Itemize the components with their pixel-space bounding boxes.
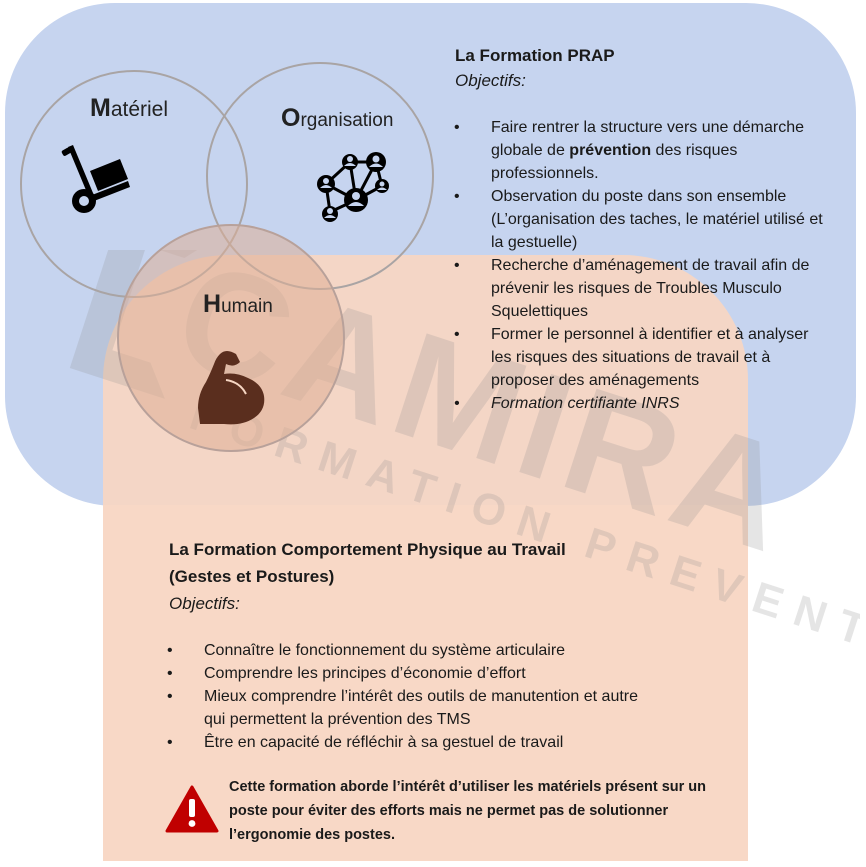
- prap-title: La Formation PRAP: [455, 46, 615, 65]
- prap-subtitle: Objectifs:: [455, 71, 526, 90]
- prap-objectives-list: Faire rentrer la structure vers une déma…: [454, 116, 831, 415]
- prap-bullet: Observation du poste dans son ensemble (…: [454, 185, 831, 254]
- gp-subtitle: Objectifs:: [169, 594, 240, 613]
- gp-bullet: Connaître le fonctionnement du système a…: [167, 639, 724, 662]
- label-organisation-rest: rganisation: [300, 110, 394, 131]
- gp-title-line1: La Formation Comportement Physique au Tr…: [169, 540, 566, 559]
- prap-bullet: Faire rentrer la structure vers une déma…: [454, 116, 831, 185]
- gp-bullet: Être en capacité de réfléchir à sa gestu…: [167, 731, 724, 754]
- prap-bullet: Recherche d’aménagement de travail afin …: [454, 254, 831, 323]
- flexed-biceps-icon: [198, 351, 265, 425]
- label-humain-initial: H: [203, 290, 222, 318]
- prap-bullet: Former le personnel à identifier et à an…: [454, 323, 831, 392]
- gp-objectives-list: Connaître le fonctionnement du système a…: [167, 639, 724, 754]
- label-humain: Humain: [203, 290, 273, 319]
- label-materiel: Matériel: [90, 94, 168, 123]
- network-people-icon: [317, 152, 389, 222]
- gp-bullet: Comprendre les principes d’économie d’ef…: [167, 662, 724, 685]
- label-organisation: Organisation: [281, 104, 393, 133]
- label-materiel-initial: M: [90, 94, 111, 122]
- warning-text: Cette formation aborde l’intérêt d’utili…: [229, 779, 707, 843]
- gp-bullet: Mieux comprendre l’intérêt des outils de…: [167, 685, 654, 731]
- label-organisation-initial: O: [281, 104, 301, 132]
- label-materiel-rest: atériel: [110, 98, 169, 121]
- hand-truck-icon: [61, 145, 130, 213]
- warning-icon: [165, 785, 219, 833]
- gp-title-line2: (Gestes et Postures): [169, 567, 335, 586]
- prap-bullet: Formation certifiante INRS: [454, 392, 831, 415]
- label-humain-rest: umain: [221, 296, 273, 317]
